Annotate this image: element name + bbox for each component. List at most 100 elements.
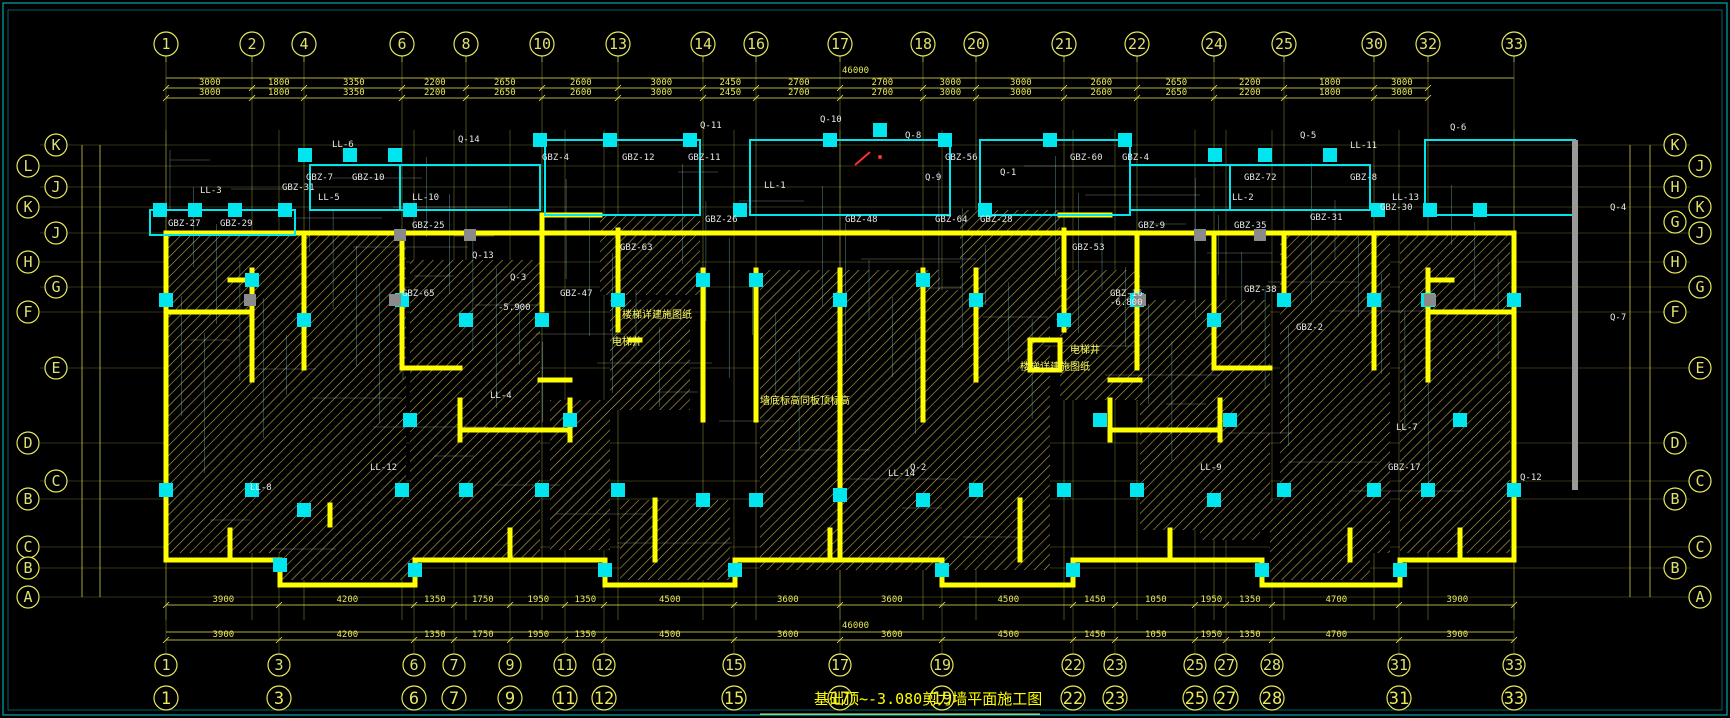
wall-block — [1254, 229, 1266, 241]
bottom-dim-row1-tick — [836, 601, 844, 609]
q-tag: Q-4 — [1610, 203, 1626, 213]
left-axis-bubble-circle — [16, 250, 40, 274]
top-dim-row1-value: 2600 — [1091, 78, 1113, 88]
boundary-column — [728, 563, 742, 577]
bottom-axis-bubble: 1 — [161, 689, 171, 709]
drawing-inner-frame — [7, 9, 1723, 711]
bottom-axis-bubble: 27 — [1216, 689, 1236, 709]
boundary-column — [696, 493, 710, 507]
bottom-axis-bubble-mid-circle — [1387, 653, 1411, 677]
bottom-dim-row1-tick — [450, 601, 458, 609]
top-dim-row1-tick — [1280, 84, 1288, 92]
left-axis-bubble-circle — [16, 556, 40, 580]
slab-hatch — [1020, 220, 1060, 320]
wall-tag: GBZ-31 — [1310, 213, 1343, 223]
bottom-axis-bubble-mid: 27 — [1217, 656, 1235, 674]
top-axis-bubble: 14 — [694, 35, 712, 53]
top-axis-bubble-circle — [239, 31, 265, 57]
top-dim-row1-tick — [1424, 84, 1432, 92]
right-axis-bubble-circle — [1663, 175, 1687, 199]
right-axis-bubble-circle — [1688, 154, 1712, 178]
top-axis-bubble-circle — [1201, 31, 1227, 57]
q-tag: Q-2 — [910, 463, 926, 473]
top-dim-row2-tick — [1280, 94, 1288, 102]
top-dim-row1-tick — [614, 84, 622, 92]
top-dim-row1-value: 2650 — [494, 78, 516, 88]
top-dim-row1-value: 2600 — [570, 78, 592, 88]
top-dim-row2-tick — [538, 94, 546, 102]
bottom-dim-row1-tick — [506, 601, 514, 609]
wall-block — [1424, 294, 1436, 306]
bottom-dim-row2-value: 1950 — [1201, 630, 1223, 640]
right-axis-bubble: K — [1695, 198, 1704, 216]
left-axis-bubble-circle — [16, 585, 40, 609]
bottom-axis-bubble-mid: 1 — [161, 656, 170, 674]
bottom-axis-bubble-mid: 17 — [831, 656, 849, 674]
wall-tag: GBZ-53 — [1072, 243, 1105, 253]
boundary-column — [1277, 483, 1291, 497]
room-note-2: 电梯井 — [612, 335, 642, 348]
upper-wall-outline — [309, 164, 401, 211]
beam-tag: LL-11 — [1350, 141, 1377, 151]
boundary-column — [159, 293, 173, 307]
bottom-dim-row2-value: 3600 — [777, 630, 799, 640]
bottom-axis-bubble-circle — [591, 685, 617, 711]
bottom-axis-bubble-mid: 6 — [409, 656, 418, 674]
boundary-column — [1277, 293, 1291, 307]
wall-block — [464, 229, 476, 241]
left-axis-bubble-circle — [44, 133, 68, 157]
bottom-axis-bubble-mid-circle — [930, 653, 954, 677]
right-axis-bubble: A — [1695, 588, 1704, 606]
top-dim-row1-tick — [752, 84, 760, 92]
q-tag: Q-9 — [925, 173, 941, 183]
wall-tag: GBZ-8 — [1350, 173, 1377, 183]
bottom-dim-row2-tick — [1268, 636, 1276, 644]
bottom-axis-bubble: 28 — [1262, 689, 1282, 709]
top-axis-bubble: 8 — [461, 35, 470, 53]
bottom-dim-row2-tick — [1395, 636, 1403, 644]
q-tag: Q-10 — [820, 115, 842, 125]
bottom-axis-bubble-mid-circle — [722, 653, 746, 677]
left-axis-bubble-circle — [44, 221, 68, 245]
bottom-dim-row2-tick — [506, 636, 514, 644]
boundary-column — [598, 563, 612, 577]
left-axis-bubble: J — [51, 178, 60, 196]
bottom-dim-row2-value: 3900 — [213, 630, 235, 640]
top-dim-row2-tick — [1424, 94, 1432, 102]
top-dim-row1-value: 3000 — [651, 78, 673, 88]
left-axis-bubble: B — [23, 490, 32, 508]
bottom-dim-row1-value: 1050 — [1145, 595, 1167, 605]
top-axis-bubble-circle — [389, 31, 415, 57]
bottom-axis-bubble-mid-circle — [1502, 653, 1526, 677]
bottom-dim-row2-tick — [600, 636, 608, 644]
top-dim-row2-tick — [614, 94, 622, 102]
top-dim-row2-tick — [752, 94, 760, 102]
bottom-axis-bubble: 23 — [1105, 689, 1125, 709]
bottom-dim-row1-tick — [600, 601, 608, 609]
right-axis-bubble-circle — [1688, 535, 1712, 559]
top-axis-bubble-circle — [453, 31, 479, 57]
bottom-axis-bubble-mid: 31 — [1390, 656, 1408, 674]
boundary-column — [1093, 413, 1107, 427]
wall-tag: GBZ-2 — [1296, 323, 1323, 333]
top-axis-bubble: 22 — [1128, 35, 1146, 53]
slab-hatch — [930, 290, 1050, 570]
bottom-axis-bubble: 31 — [1389, 689, 1409, 709]
wall-tag: GBZ-12 — [622, 153, 655, 163]
top-axis-bubble: 20 — [967, 35, 985, 53]
bottom-axis-bubble-circle — [153, 685, 179, 711]
bottom-dim-row1-value: 1750 — [472, 595, 494, 605]
top-dim-row2-value: 2700 — [872, 88, 894, 98]
boundary-column — [533, 133, 547, 147]
bottom-dim-row1-tick — [1268, 601, 1276, 609]
bottom-axis-bubble-circle — [721, 685, 747, 711]
wall-tag: GBZ-47 — [560, 289, 593, 299]
bottom-axis-bubble-circle — [1501, 685, 1527, 711]
right-axis-bubble-circle — [1688, 195, 1712, 219]
bottom-axis-bubble: 12 — [594, 689, 614, 709]
boundary-column — [395, 483, 409, 497]
bottom-dim-row1-value: 1950 — [528, 595, 550, 605]
